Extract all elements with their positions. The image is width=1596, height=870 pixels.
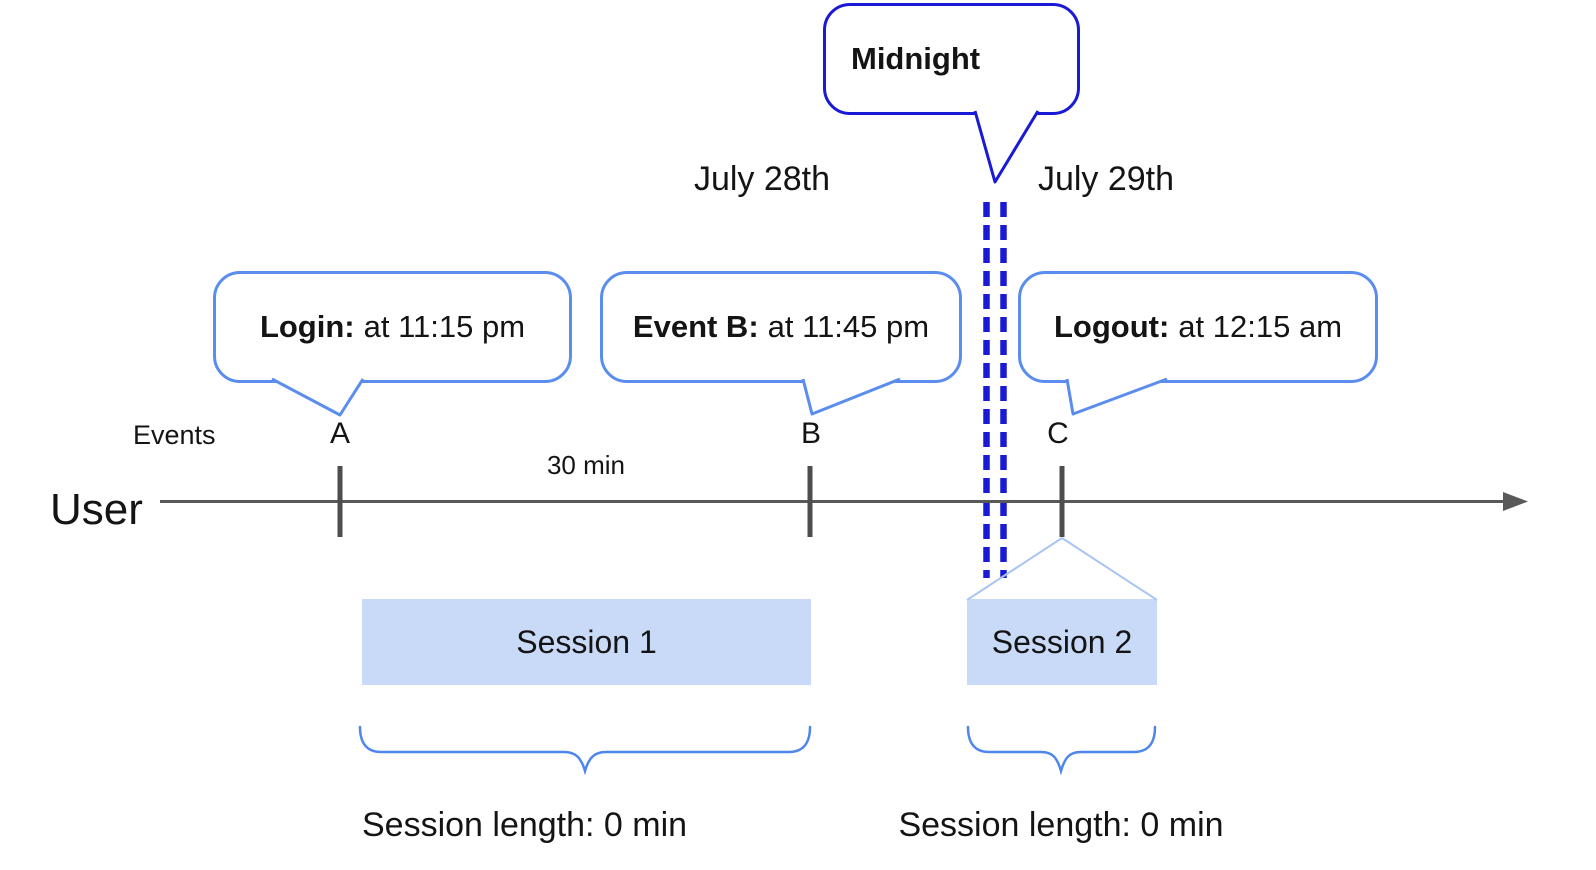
events-axis-label: Events: [133, 420, 216, 450]
date-label-july-28: July 28th: [693, 160, 831, 198]
session-2-label: Session 2: [991, 623, 1133, 660]
midnight-callout-label: Midnight: [851, 41, 981, 76]
login-callout-tail: [271, 377, 365, 417]
event-b-callout-text: at 11:45 pm: [767, 309, 930, 344]
event-mark-c: C: [1047, 417, 1069, 450]
login-callout: Login: at 11:15 pm: [213, 271, 572, 383]
event-b-callout-title: Event B:: [632, 309, 759, 344]
session2-connector-right: [1061, 537, 1158, 601]
logout-callout-text: at 12:15 am: [1178, 309, 1343, 344]
session-1-brace: [358, 725, 812, 776]
session-2-brace: [966, 725, 1157, 776]
login-callout-text: at 11:15 pm: [363, 309, 526, 344]
logout-callout-title: Logout:: [1053, 309, 1170, 344]
date-label-july-29: July 29th: [1037, 160, 1175, 198]
user-axis-label: User: [50, 485, 143, 534]
midnight-callout: Midnight: [823, 3, 1080, 115]
session-1-box: Session 1: [362, 599, 811, 685]
timeline-arrowhead-icon: [1503, 492, 1528, 511]
interval-label: 30 min: [546, 450, 626, 480]
logout-callout: Logout: at 12:15 am: [1018, 271, 1378, 383]
session-1-length-label: Session length: 0 min: [362, 806, 688, 844]
event-b-callout: Event B: at 11:45 pm: [600, 271, 962, 383]
login-callout-title: Login:: [259, 309, 355, 344]
midnight-callout-tail: [973, 110, 1040, 184]
event-mark-b: B: [800, 417, 822, 450]
session-2-length-label: Session length: 0 min: [898, 806, 1224, 844]
session-2-box: Session 2: [967, 599, 1157, 685]
logout-callout-tail: [1065, 377, 1168, 416]
event-mark-a: A: [329, 417, 351, 450]
event-b-callout-tail: [801, 377, 901, 416]
session-1-label: Session 1: [516, 623, 657, 660]
session2-connector-left: [966, 537, 1063, 601]
